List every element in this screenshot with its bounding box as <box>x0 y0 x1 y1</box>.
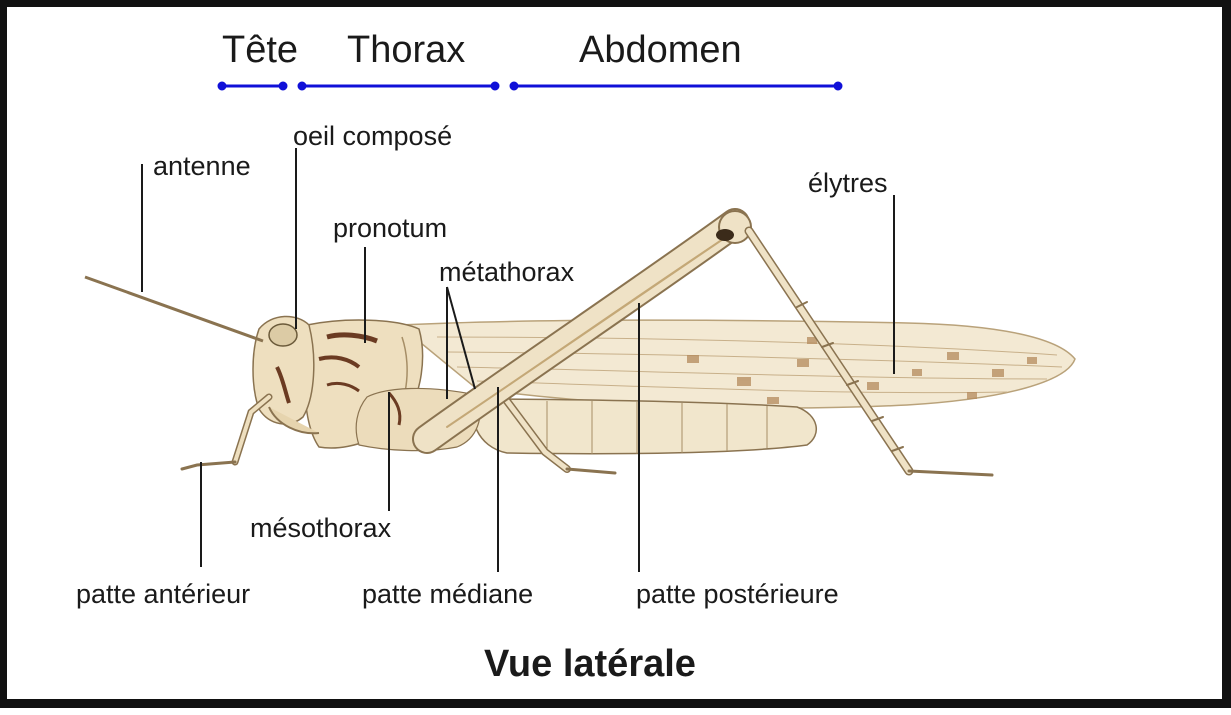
abdomen-segment-end-dot <box>834 82 842 90</box>
label-elytres: élytres <box>808 170 888 197</box>
segment-label-thorax: Thorax <box>347 31 465 69</box>
label-patte-mediane: patte médiane <box>362 581 533 608</box>
segment-bars <box>218 82 842 90</box>
antenna <box>85 277 263 341</box>
label-antenne: antenne <box>153 153 251 180</box>
thorax-segment-start-dot <box>298 82 306 90</box>
label-oeil-compose: oeil composé <box>293 123 452 150</box>
thorax-segment-end-dot <box>491 82 499 90</box>
front-leg <box>182 397 269 469</box>
label-pronotum: pronotum <box>333 215 447 242</box>
segment-label-abdomen: Abdomen <box>579 31 742 69</box>
label-mesothorax: mésothorax <box>250 515 391 542</box>
head-segment-start-dot <box>218 82 226 90</box>
diagram-title: Vue latérale <box>484 645 696 683</box>
label-patte-posterieure: patte postérieure <box>636 581 839 608</box>
segment-label-tete: Tête <box>222 31 298 69</box>
label-patte-anterieur: patte antérieur <box>76 581 250 608</box>
head-segment-end-dot <box>279 82 287 90</box>
abdomen-segment-start-dot <box>510 82 518 90</box>
label-metathorax: métathorax <box>439 259 574 286</box>
compound-eye <box>269 324 297 346</box>
